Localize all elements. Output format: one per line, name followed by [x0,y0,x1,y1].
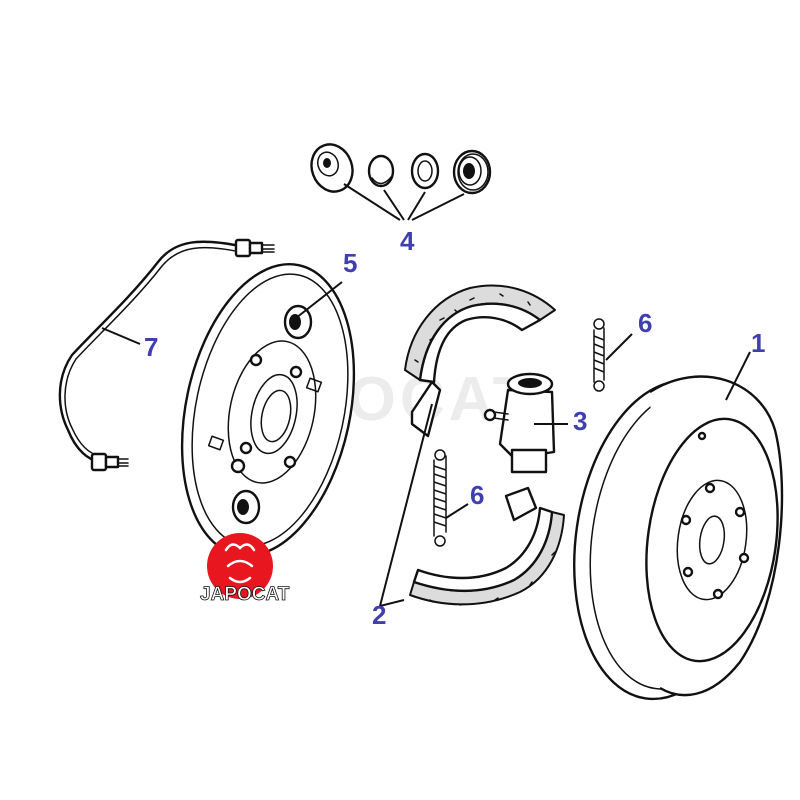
logo-cat-mark [224,543,256,584]
spring-lower [433,449,447,547]
pipe-fitting-top [234,238,275,258]
callout-6-lower: 6 [470,480,484,510]
adjuster-upper [283,304,313,340]
spring-upper [593,318,605,392]
callout-7: 7 [144,332,158,362]
logo-wordmark: JAPOCAT [200,584,290,605]
brake-shoe-lower [409,486,565,606]
kit-dust-boot [310,143,354,193]
brake-pipe [58,238,275,472]
wheel-cylinder [483,372,556,474]
logo-red-disc [207,533,273,599]
kit-seal [452,149,492,195]
callout-6-upper: 6 [638,308,652,338]
kit-cup [410,152,440,190]
kit-piston [367,154,395,188]
adjuster-lower [231,489,261,525]
backing-plate [180,263,356,557]
brake-drum [573,375,784,701]
repair-kit-parts [310,143,492,195]
japocat-logo: JAPOCAT [200,533,290,605]
brake-shoe-upper [404,284,556,438]
pipe-fitting-bottom [90,452,129,472]
leader-lines [101,183,751,607]
callout-4: 4 [400,226,415,256]
callout-3: 3 [573,406,587,436]
callout-5: 5 [343,248,357,278]
callout-1: 1 [751,328,765,358]
callout-2: 2 [372,600,386,630]
